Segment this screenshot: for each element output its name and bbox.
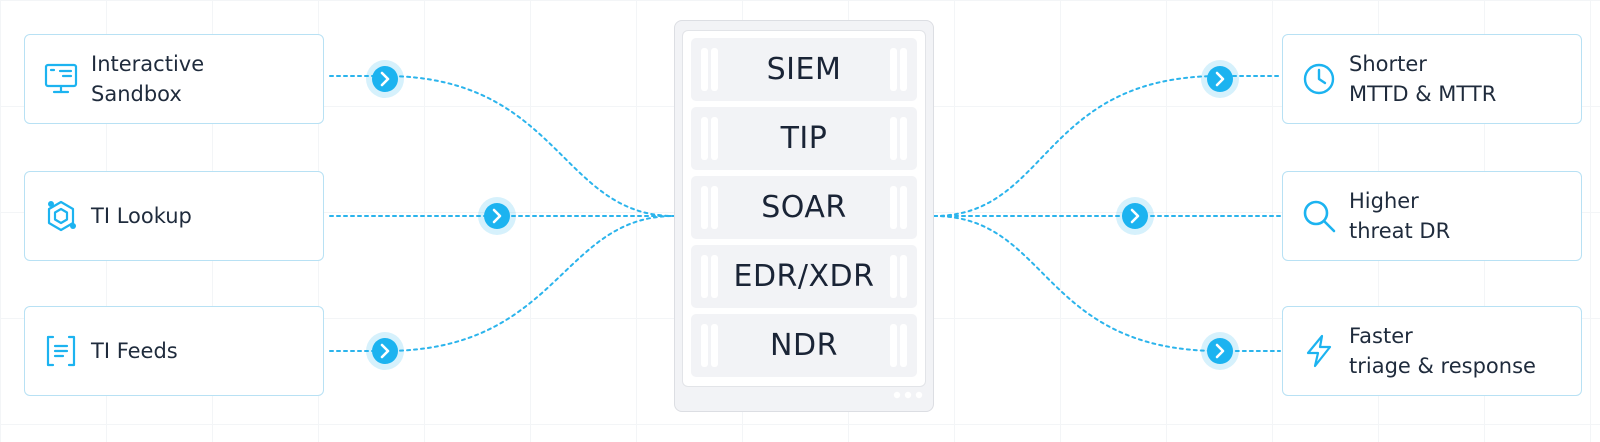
outcome-label-triage: Faster triage & response	[1349, 324, 1536, 378]
grip-left	[701, 186, 708, 229]
connector-triage	[933, 215, 1281, 352]
input-label-sandbox: Interactive Sandbox	[91, 52, 205, 106]
platform-label: TIP	[780, 121, 828, 156]
grip-right	[900, 117, 907, 160]
platform-tip: TIP	[691, 107, 917, 170]
platform-soar: SOAR	[691, 176, 917, 239]
outcome-card-detection[interactable]: Higher threat DR	[1282, 171, 1582, 261]
input-card-sandbox[interactable]: Interactive Sandbox	[24, 34, 324, 124]
platform-label: SIEM	[766, 52, 842, 87]
magnifier-icon	[1303, 200, 1336, 233]
arrow-badges	[366, 60, 1239, 370]
grip-right	[900, 324, 907, 367]
clock-icon	[1303, 63, 1335, 95]
platform-label: EDR/XDR	[733, 259, 875, 294]
grip-left	[701, 324, 708, 367]
grip-left	[711, 324, 718, 367]
platform-edr-xdr: EDR/XDR	[691, 245, 917, 308]
grip-right	[890, 117, 897, 160]
chevron-right-icon	[1201, 332, 1239, 370]
grip-left	[711, 255, 718, 298]
outcome-card-triage[interactable]: Faster triage & response	[1282, 306, 1582, 396]
grip-right	[890, 48, 897, 91]
outcome-label-detection: Higher threat DR	[1349, 189, 1451, 243]
outcome-label-mttd: Shorter MTTD & MTTR	[1349, 52, 1497, 106]
platform-ndr: NDR	[691, 314, 917, 377]
document-bracket-icon	[46, 335, 76, 367]
platform-label: SOAR	[761, 190, 847, 225]
grip-right	[900, 48, 907, 91]
stack-slots: SIEM TIP SOAR EDR/XDR ND	[682, 30, 926, 387]
grip-left	[711, 48, 718, 91]
connector-feeds	[329, 215, 675, 352]
chevron-right-icon	[1201, 60, 1239, 98]
platform-siem: SIEM	[691, 38, 917, 101]
chevron-right-icon	[366, 60, 404, 98]
hexagon-network-icon	[47, 200, 76, 232]
grip-left	[711, 117, 718, 160]
monitor-icon	[44, 63, 78, 94]
grip-left	[701, 117, 708, 160]
chevron-right-icon	[366, 332, 404, 370]
input-card-lookup[interactable]: TI Lookup	[24, 171, 324, 261]
input-label-feeds: TI Feeds	[91, 339, 178, 363]
grip-right	[890, 255, 897, 298]
grip-left	[701, 48, 708, 91]
grip-left	[711, 186, 718, 229]
security-stack: SIEM TIP SOAR EDR/XDR ND	[674, 20, 934, 412]
connector-mttd	[933, 75, 1281, 217]
more-dots-icon	[893, 391, 923, 399]
connector-sandbox	[329, 75, 675, 217]
grip-left	[701, 255, 708, 298]
chevron-right-icon	[1116, 197, 1154, 235]
input-label-lookup: TI Lookup	[91, 204, 192, 228]
chevron-right-icon	[478, 197, 516, 235]
input-card-feeds[interactable]: TI Feeds	[24, 306, 324, 396]
grip-right	[890, 186, 897, 229]
lightning-icon	[1306, 334, 1332, 368]
grip-right	[900, 255, 907, 298]
grip-right	[900, 186, 907, 229]
platform-label: NDR	[770, 328, 838, 363]
outcome-card-mttd[interactable]: Shorter MTTD & MTTR	[1282, 34, 1582, 124]
grip-right	[890, 324, 897, 367]
